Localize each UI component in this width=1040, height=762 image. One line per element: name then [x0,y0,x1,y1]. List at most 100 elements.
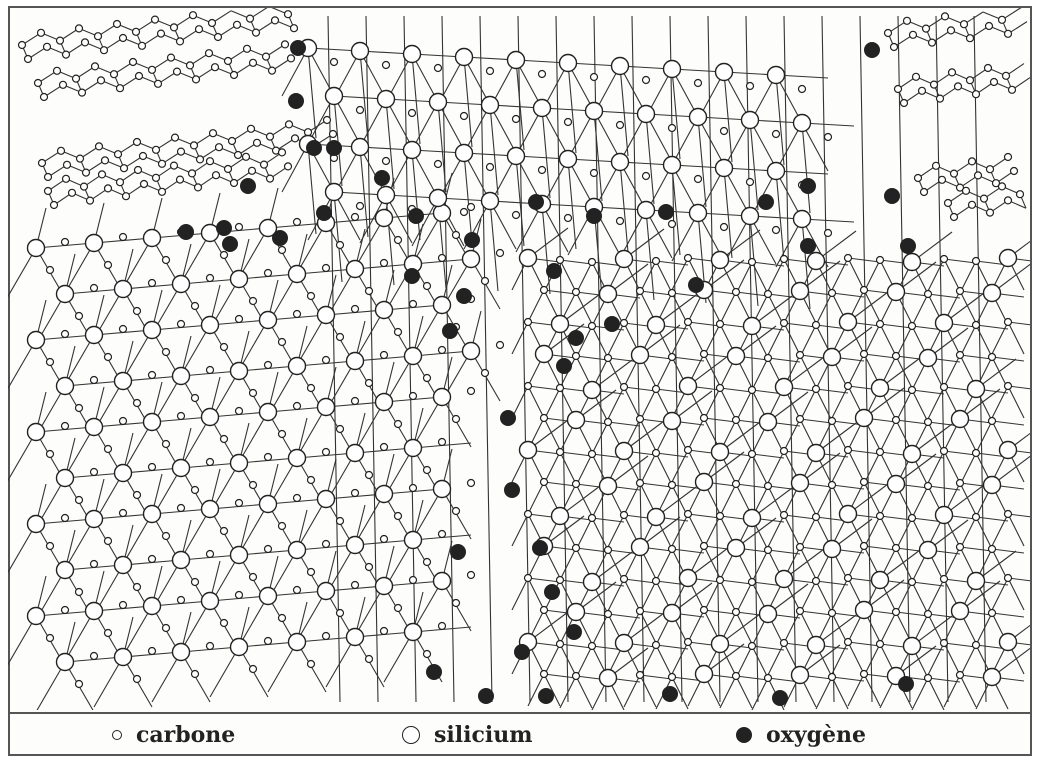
carbon-atom [955,350,965,360]
oxygen-atom [240,178,256,194]
atomic-structure-diagram [8,8,1030,710]
carbon-atom [284,120,294,129]
carbon-atom [907,385,917,395]
silicon-atom [26,606,46,626]
carbon-atom [210,63,220,72]
carbon-atom [204,49,214,58]
carbon-atom [939,638,949,648]
carbon-atom [33,78,43,88]
carbon-atom [955,478,965,488]
carbon-atom [745,177,755,187]
carbon-atom [42,42,52,51]
carbon-atom [234,498,244,508]
carbon-atom [959,20,969,29]
carbon-atom [943,198,953,208]
carbon-atom [667,544,677,554]
oxygen-atom [272,230,288,246]
silicon-atom [662,603,682,623]
carbon-atom [89,559,99,569]
silicon-atom [582,380,602,400]
carbon-atom [797,84,807,94]
carbon-atom [937,175,947,184]
carbon-atom [147,65,157,74]
oxygen-atom [566,624,582,640]
silicon-atom [345,259,365,279]
carbon-atom [902,16,912,25]
carbon-atom [466,478,476,488]
carbon-atom [176,319,186,329]
carbon-atom [190,393,200,403]
carbon-atom [80,38,90,47]
carbon-atom [248,296,258,306]
carbon-atom [381,60,391,70]
silicon-atom [171,642,191,662]
silicon-atom [714,62,734,82]
carbon-atom [433,159,443,169]
carbon-atom [219,618,229,628]
carbon-atom [699,413,709,423]
carbon-atom [539,285,549,295]
carbon-atom [242,44,252,53]
carbon-atom [195,155,205,164]
carbon-atom [321,447,331,457]
carbon-atom [859,669,869,679]
carbon-atom [245,14,255,23]
silicon-atom [714,158,734,178]
silicon-atom [886,474,906,494]
carbon-atom [103,628,113,638]
carbon-atom [248,58,258,67]
carbon-atom [949,169,959,178]
carbon-atom [923,289,933,299]
silicon-atom [258,494,278,514]
carbon-atom [899,98,909,108]
carbon-atom [635,670,645,680]
silicon-atom [55,284,75,304]
carbon-atom [771,225,781,235]
silicon-atom [950,409,970,429]
carbon-atom [189,141,199,150]
carbon-atom [911,72,921,81]
carbon-atom [641,75,651,85]
carbon-atom [745,81,755,91]
silicon-atom [142,504,162,524]
carbon-atom [205,157,215,166]
carbon-atom [161,623,171,633]
carbon-atom [74,311,84,321]
carbon-atom [190,301,200,311]
carbon-atom [919,187,929,197]
carbon-atom [252,138,262,147]
carbon-atom [393,603,403,613]
carbon-atom [437,253,447,263]
carbon-atom [843,573,853,583]
carbon-atom [147,278,157,288]
carbon-atom [619,574,629,584]
silicon-atom [998,440,1018,460]
silicon-atom [870,378,890,398]
carbon-atom [451,598,461,608]
carbon-atom [955,670,965,680]
carbon-atom [795,414,805,424]
carbon-atom [134,71,144,81]
carbon-atom [71,74,81,83]
carbon-atom [132,490,142,500]
silicon-atom [902,636,922,656]
silicon-atom [614,249,634,269]
silicon-atom [316,305,336,325]
silicon-atom [636,104,656,124]
carbon-atom [223,56,233,66]
carbon-atom [779,446,789,456]
carbon-atom [61,174,71,183]
carbon-atom [364,654,374,664]
carbon-atom [667,288,677,298]
carbon-atom [422,281,432,291]
silicon-atom [428,92,448,112]
silicon-atom [287,264,307,284]
legend-oxygen-label: oxygène [766,722,866,748]
carbon-atom [219,434,229,444]
silicon-atom [822,539,842,559]
silicon-atom [822,347,842,367]
carbon-atom [131,27,141,36]
silicon-atom [630,537,650,557]
silicon-atom [142,320,162,340]
carbon-atom [875,639,885,649]
